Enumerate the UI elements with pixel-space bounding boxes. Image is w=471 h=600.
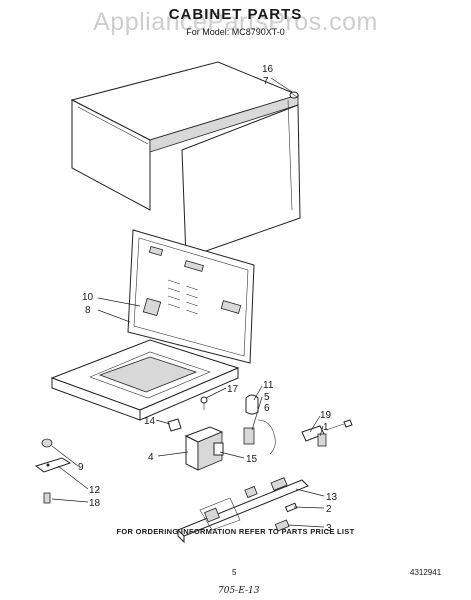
cabinet-wrapper xyxy=(70,61,301,259)
callout-4: 4 xyxy=(148,452,154,463)
callout-19: 19 xyxy=(320,410,332,421)
callout-17: 17 xyxy=(227,384,239,395)
callout-labels: 16 7 10 8 17 11 5 6 19 1 14 4 15 9 12 18… xyxy=(78,64,338,534)
callout-5: 5 xyxy=(264,392,270,403)
callout-6: 6 xyxy=(264,403,270,414)
document-number: 4312941 xyxy=(410,568,442,577)
callout-15: 15 xyxy=(246,454,258,465)
bottom-chassis xyxy=(177,477,309,544)
callout-16: 16 xyxy=(262,64,274,75)
hinge-bracket xyxy=(34,457,72,504)
front-panel xyxy=(127,229,255,364)
page-title: CABINET PARTS xyxy=(168,6,303,23)
screw-top xyxy=(289,91,299,99)
callout-9: 9 xyxy=(78,462,84,473)
foot xyxy=(41,438,53,448)
callout-10: 10 xyxy=(82,292,94,303)
transformer xyxy=(184,426,224,471)
callout-3: 3 xyxy=(326,523,332,534)
callout-12: 12 xyxy=(89,485,101,496)
page-number: 5 xyxy=(232,568,237,577)
model-subtitle: For Model: MC8790XT-0 xyxy=(186,27,285,37)
base-plate xyxy=(50,339,240,421)
small-bracket xyxy=(167,418,182,432)
callout-14: 14 xyxy=(144,416,156,427)
callout-2: 2 xyxy=(326,504,332,515)
callout-11: 11 xyxy=(263,380,274,391)
fuse xyxy=(284,502,298,513)
ordering-note: FOR ORDERING INFORMATION REFER TO PARTS … xyxy=(116,527,355,536)
switch-3 xyxy=(274,519,290,532)
callout-8: 8 xyxy=(85,305,91,316)
thermostat xyxy=(301,419,353,447)
watermark: AppliancePartsPros.com xyxy=(93,8,378,36)
callout-13: 13 xyxy=(326,492,338,503)
screw-17 xyxy=(200,396,208,410)
callout-7: 7 xyxy=(263,76,269,87)
callout-1: 1 xyxy=(323,422,329,433)
callout-18: 18 xyxy=(89,498,101,509)
leader-lines xyxy=(51,77,325,528)
interlock-assembly xyxy=(243,394,276,455)
handwritten-note: 705-E-13 xyxy=(218,586,260,596)
